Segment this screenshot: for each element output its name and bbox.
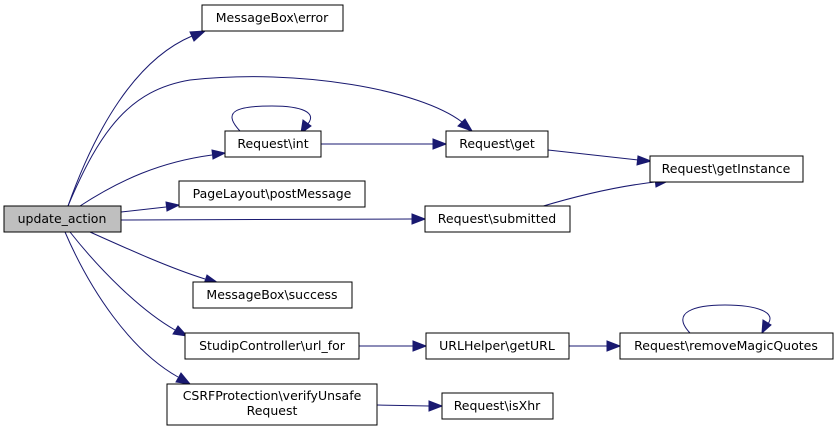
edge-request-get-to-getinstance [547,149,653,166]
node-label: MessageBox\error [216,10,329,25]
edge-update-to-csrf [64,231,192,385]
edge-request-int-self [231,105,312,135]
edge-csrf-to-request-isxhr [376,400,444,412]
edge-update-to-pagelayout-postmessage [120,201,181,213]
node-label: Request\getInstance [662,161,791,176]
edge-update-to-request-get [67,76,474,207]
node-studipcontroller-url-for[interactable]: StudipController\url_for [184,332,360,360]
node-request-submitted[interactable]: Request\submitted [424,205,571,233]
edge-removemagicquotes-self [682,304,772,335]
edge-urlhelper-to-removemagicquotes [569,340,622,352]
edge-request-int-to-request-get [321,138,448,150]
node-label: Request\removeMagicQuotes [634,338,818,353]
edge-update-to-request-int [79,149,227,207]
node-label: PageLayout\postMessage [193,186,352,201]
node-messagebox-success[interactable]: MessageBox\success [192,281,353,309]
node-urlhelper-geturl[interactable]: URLHelper\getURL [425,332,570,360]
node-label: Request\isXhr [454,398,541,413]
edge-url-for-to-urlhelper [359,340,428,352]
node-csrfprotection-verifyunsafe-request[interactable]: CSRFProtection\verifyUnsafe Request [166,383,378,426]
node-messagebox-error[interactable]: MessageBox\error [201,4,344,32]
node-request-removemagicquotes[interactable]: Request\removeMagicQuotes [619,332,834,360]
node-update-action[interactable]: update_action [3,205,122,233]
node-label: Request\submitted [438,211,556,226]
node-label: MessageBox\success [206,287,337,302]
node-request-get[interactable]: Request\get [445,130,549,158]
node-label-line1: CSRFProtection\verifyUnsafe [183,388,362,403]
node-request-isxhr[interactable]: Request\isXhr [441,392,554,420]
node-label: URLHelper\getURL [439,338,555,353]
edge-update-to-request-submitted [120,213,427,225]
node-request-getinstance[interactable]: Request\getInstance [649,155,804,183]
node-label: Request\get [459,136,535,151]
node-pagelayout-postmessage[interactable]: PageLayout\postMessage [178,180,366,208]
edge-update-to-messagebox-error [67,30,207,207]
node-label: Request\int [237,136,308,151]
node-label: update_action [18,211,107,226]
edge-update-to-studipcontroller-url-for [69,231,189,337]
node-label-line2: Request [247,403,298,418]
node-label: StudipController\url_for [199,338,346,353]
node-request-int[interactable]: Request\int [224,130,322,158]
edge-request-submitted-to-getinstance [539,177,670,208]
